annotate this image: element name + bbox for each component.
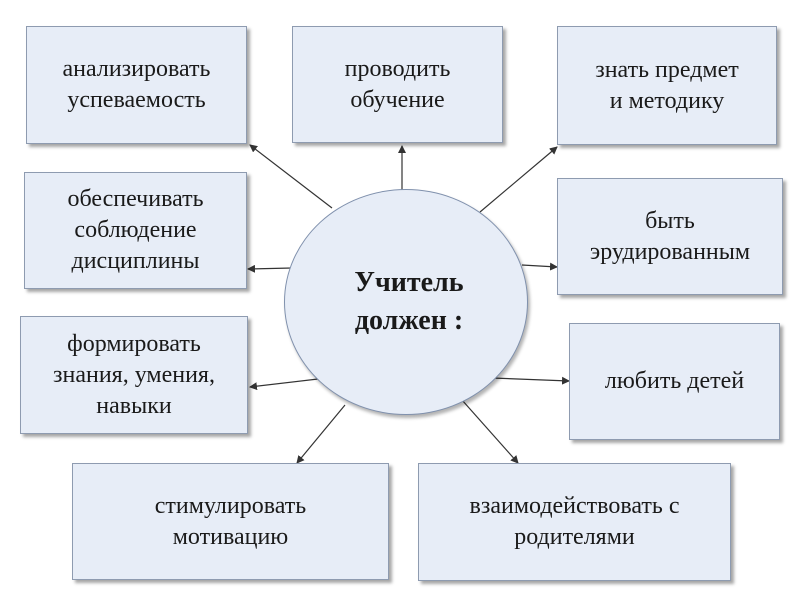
box-parents-label: взаимодействовать с родителями (469, 493, 680, 550)
box-analyze: анализировать успеваемость (26, 26, 247, 144)
box-analyze-label: анализировать успеваемость (62, 56, 211, 113)
box-erudite: быть эрудированным (557, 178, 783, 295)
center-circle: Учитель должен : (284, 189, 528, 415)
box-teach: проводить обучение (292, 26, 503, 143)
arrow-to-love (491, 376, 570, 385)
box-motivate-label: стимулировать мотивацию (154, 492, 307, 550)
box-parents: взаимодействовать с родителями (418, 463, 731, 581)
box-teach-label: проводить обучение (344, 55, 451, 113)
box-discipline: обеспечивать соблюдение дисциплины (24, 172, 247, 289)
arrow-to-skills (249, 378, 319, 391)
arrow-to-erudite (521, 262, 558, 271)
arrow-to-know (479, 146, 558, 213)
box-skills-label: формировать знания, умения, навыки (53, 330, 215, 419)
arrow-to-analyze (249, 144, 333, 209)
box-love-label: любить детей (604, 368, 745, 394)
box-skills: формировать знания, умения, навыки (20, 316, 248, 434)
box-know: знать предмет и методику (557, 26, 777, 145)
center-label: Учитель должен : (354, 267, 464, 336)
box-love: любить детей (569, 323, 780, 440)
box-discipline-label: обеспечивать соблюдение дисциплины (67, 186, 204, 274)
arrow-to-discipline (247, 264, 293, 273)
box-erudite-label: быть эрудированным (589, 207, 751, 265)
box-motivate: стимулировать мотивацию (72, 463, 389, 580)
arrow-to-motivate (296, 404, 346, 464)
box-know-label: знать предмет и методику (595, 56, 739, 114)
arrow-to-parents (461, 399, 519, 464)
